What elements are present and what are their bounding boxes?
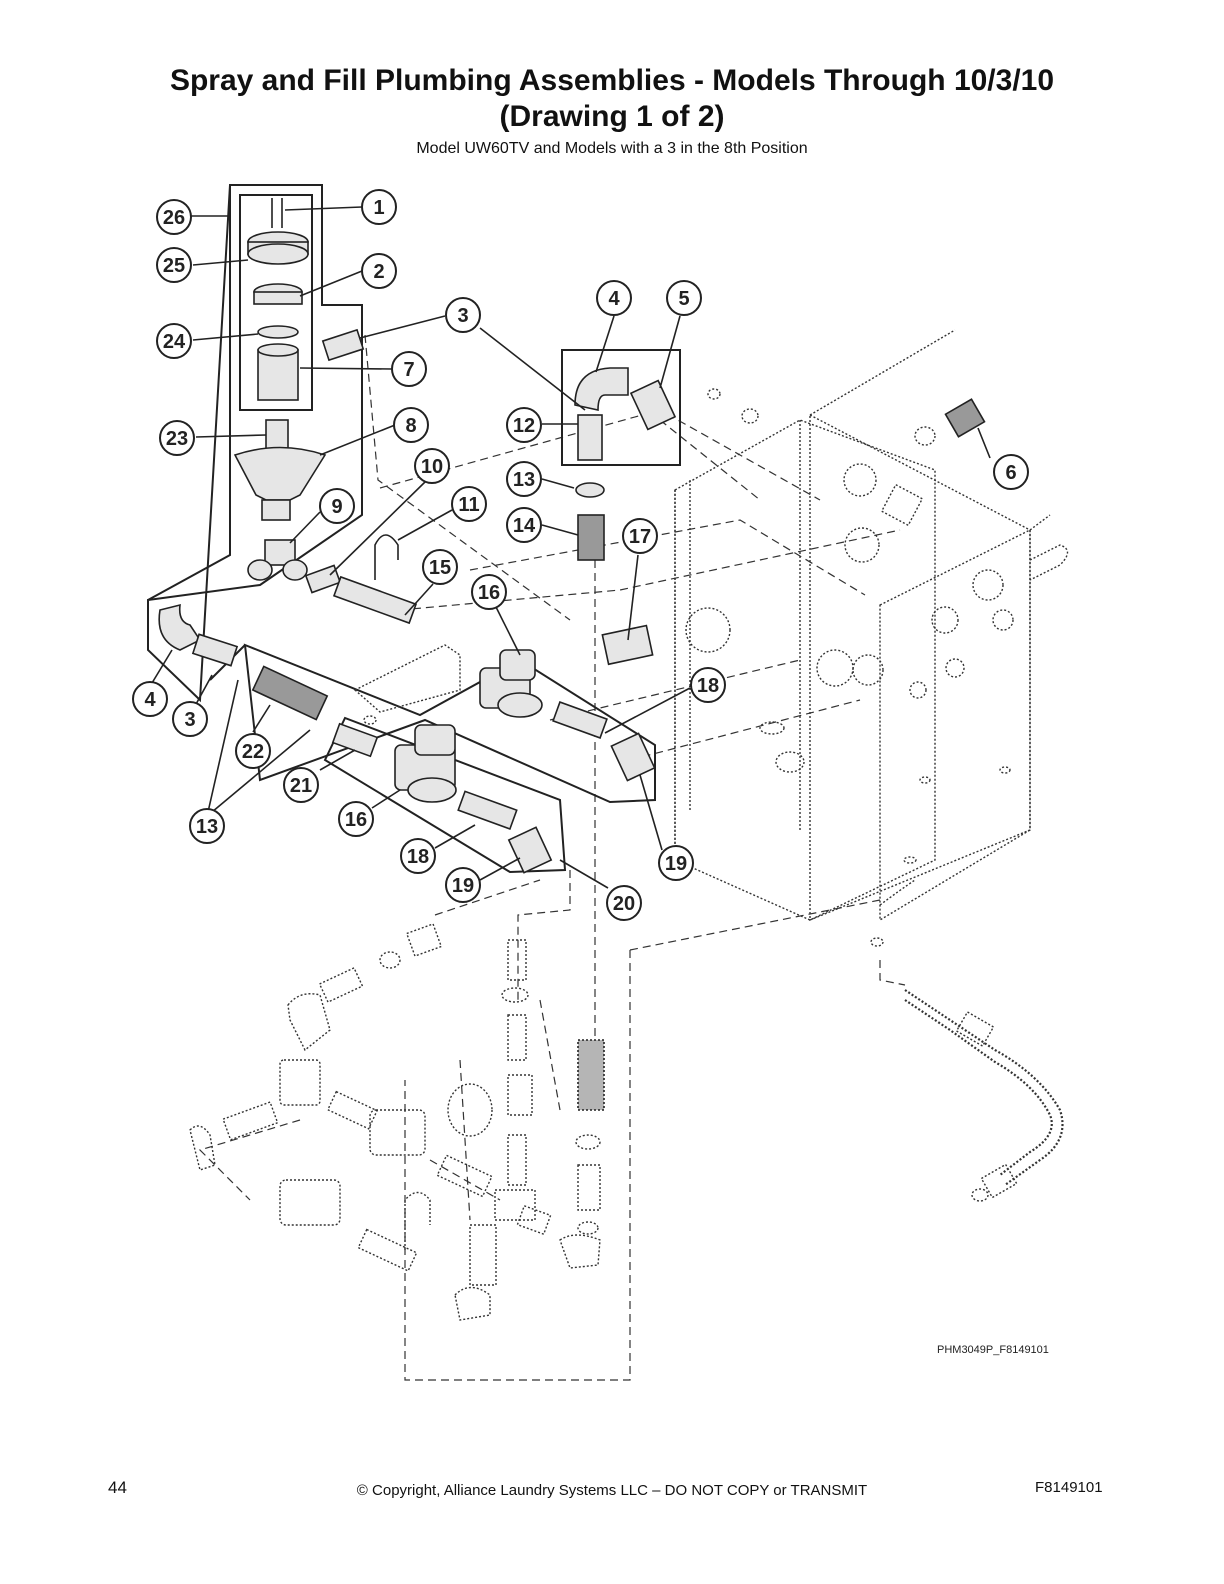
svg-text:16: 16 [345, 809, 367, 831]
callout-19-lower: 19 [445, 867, 481, 903]
svg-text:17: 17 [629, 526, 651, 548]
callout-23: 23 [159, 420, 195, 456]
svg-text:8: 8 [405, 415, 416, 437]
callout-20: 20 [606, 885, 642, 921]
svg-text:2: 2 [373, 261, 384, 283]
svg-text:22: 22 [242, 741, 264, 763]
page-subtitle: Model UW60TV and Models with a 3 in the … [416, 140, 808, 157]
callout-2: 2 [361, 253, 397, 289]
svg-text:3: 3 [457, 305, 468, 327]
svg-text:21: 21 [290, 775, 312, 797]
callout-25: 25 [156, 247, 192, 283]
upper-parts [158, 198, 986, 874]
svg-text:19: 19 [452, 875, 474, 897]
callout-9: 9 [319, 488, 355, 524]
page-title-line-1: Spray and Fill Plumbing Assemblies - Mod… [169, 64, 1055, 97]
callout-3-upper: 3 [445, 297, 481, 333]
svg-text:20: 20 [613, 893, 635, 915]
callout-13-upper: 13 [506, 461, 542, 497]
svg-text:18: 18 [407, 846, 429, 868]
svg-text:13: 13 [196, 816, 218, 838]
callout-12: 12 [506, 407, 542, 443]
callout-6: 6 [993, 454, 1029, 490]
svg-text:10: 10 [421, 456, 443, 478]
svg-text:24: 24 [163, 331, 186, 353]
callout-16-lower: 16 [338, 801, 374, 837]
callout-13-lower: 13 [189, 808, 225, 844]
page-title-line-2: (Drawing 1 of 2) [499, 100, 725, 133]
assembly-boundaries [147, 184, 681, 874]
svg-text:19: 19 [665, 853, 687, 875]
svg-text:23: 23 [166, 428, 188, 450]
svg-text:3: 3 [184, 709, 195, 731]
callout-1: 1 [361, 189, 397, 225]
leader-lines [151, 206, 991, 889]
callout-15: 15 [422, 549, 458, 585]
callout-21: 21 [283, 767, 319, 803]
callout-24: 24 [156, 323, 192, 359]
callout-18-lower: 18 [400, 838, 436, 874]
svg-text:26: 26 [163, 207, 185, 229]
callout-10: 10 [414, 448, 450, 484]
svg-text:1: 1 [373, 197, 384, 219]
svg-text:18: 18 [697, 675, 719, 697]
svg-text:9: 9 [331, 496, 342, 518]
callout-5: 5 [666, 280, 702, 316]
svg-text:6: 6 [1005, 462, 1016, 484]
callout-14: 14 [506, 507, 542, 543]
page-number: 44 [108, 1478, 127, 1497]
callout-3-lower: 3 [172, 701, 208, 737]
svg-text:25: 25 [163, 255, 185, 277]
callout-4-upper: 4 [596, 280, 632, 316]
callout-7: 7 [391, 351, 427, 387]
svg-text:5: 5 [678, 288, 689, 310]
callout-16-upper: 16 [471, 574, 507, 610]
callout-22: 22 [235, 733, 271, 769]
callout-4-lower: 4 [132, 681, 168, 717]
svg-text:15: 15 [429, 557, 451, 579]
machine-frame [674, 329, 1069, 922]
callout-18-upper: 18 [690, 667, 726, 703]
callout-8: 8 [393, 407, 429, 443]
svg-text:7: 7 [403, 359, 414, 381]
svg-text:4: 4 [144, 689, 156, 711]
svg-text:16: 16 [478, 582, 500, 604]
svg-text:13: 13 [513, 469, 535, 491]
callout-11: 11 [451, 486, 487, 522]
copyright-notice: © Copyright, Alliance Laundry Systems LL… [356, 1482, 868, 1499]
svg-text:11: 11 [458, 494, 479, 516]
drawing-code: PHM3049P_F8149101 [937, 1344, 1049, 1356]
svg-text:12: 12 [513, 415, 535, 437]
callout-19-upper: 19 [658, 845, 694, 881]
callout-17: 17 [622, 518, 658, 554]
svg-text:14: 14 [513, 515, 536, 537]
document-number: F8149101 [1035, 1479, 1103, 1496]
assembled-view-parts [189, 388, 1064, 1321]
assembly-guide-lines [198, 334, 906, 1381]
svg-text:4: 4 [608, 288, 620, 310]
callout-26: 26 [156, 199, 192, 235]
